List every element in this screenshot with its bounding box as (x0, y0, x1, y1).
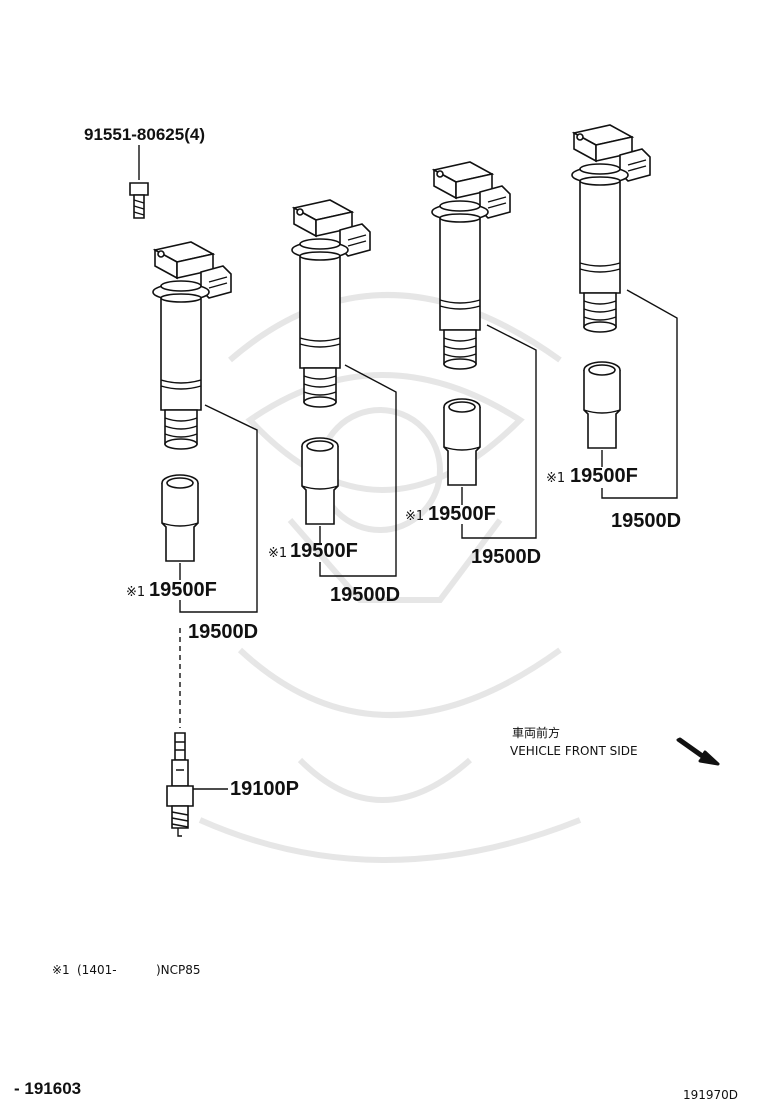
boot-part-number-3: 19500F (428, 503, 496, 525)
coil-part-number-2: 19500D (330, 584, 400, 606)
boot-marker-3: ※1 (405, 509, 424, 524)
boot-marker-2: ※1 (268, 546, 287, 561)
footnote-model: )NCP85 (156, 963, 201, 977)
spark-plug-part-number: 19100P (230, 778, 299, 800)
arrow-icon (676, 737, 720, 766)
boot-part-number-2: 19500F (290, 540, 358, 562)
bolt-illustration (129, 182, 149, 219)
direction-label-en: VEHICLE FRONT SIDE (510, 744, 638, 758)
coil-assembly-3: ※1 19500F 19500D (405, 161, 541, 568)
boot-marker-4: ※1 (546, 471, 565, 486)
footnote-marker: ※1 (52, 963, 70, 977)
boot-marker-1: ※1 (126, 585, 145, 600)
footer-right-code: 191970D (683, 1088, 738, 1102)
coil-part-number-4: 19500D (611, 510, 681, 532)
coil-assembly-1: ※1 19500F 19500D (126, 241, 258, 643)
coil-part-number-1: 19500D (188, 621, 258, 643)
direction-label-jp: 車両前方 (512, 725, 560, 740)
coil-assembly-4: ※1 19500F 19500D (546, 124, 681, 532)
coil-assembly-2: ※1 19500F 19500D (268, 199, 400, 606)
bolt-part-number: 91551-80625(4) (84, 125, 205, 144)
spark-plug-illustration (166, 732, 194, 837)
footnote-date-range: (1401- (77, 963, 117, 977)
coil-part-number-3: 19500D (471, 546, 541, 568)
footer-left-code: - 191603 (14, 1079, 81, 1098)
boot-part-number-4: 19500F (570, 465, 638, 487)
boot-part-number-1: 19500F (149, 579, 217, 601)
